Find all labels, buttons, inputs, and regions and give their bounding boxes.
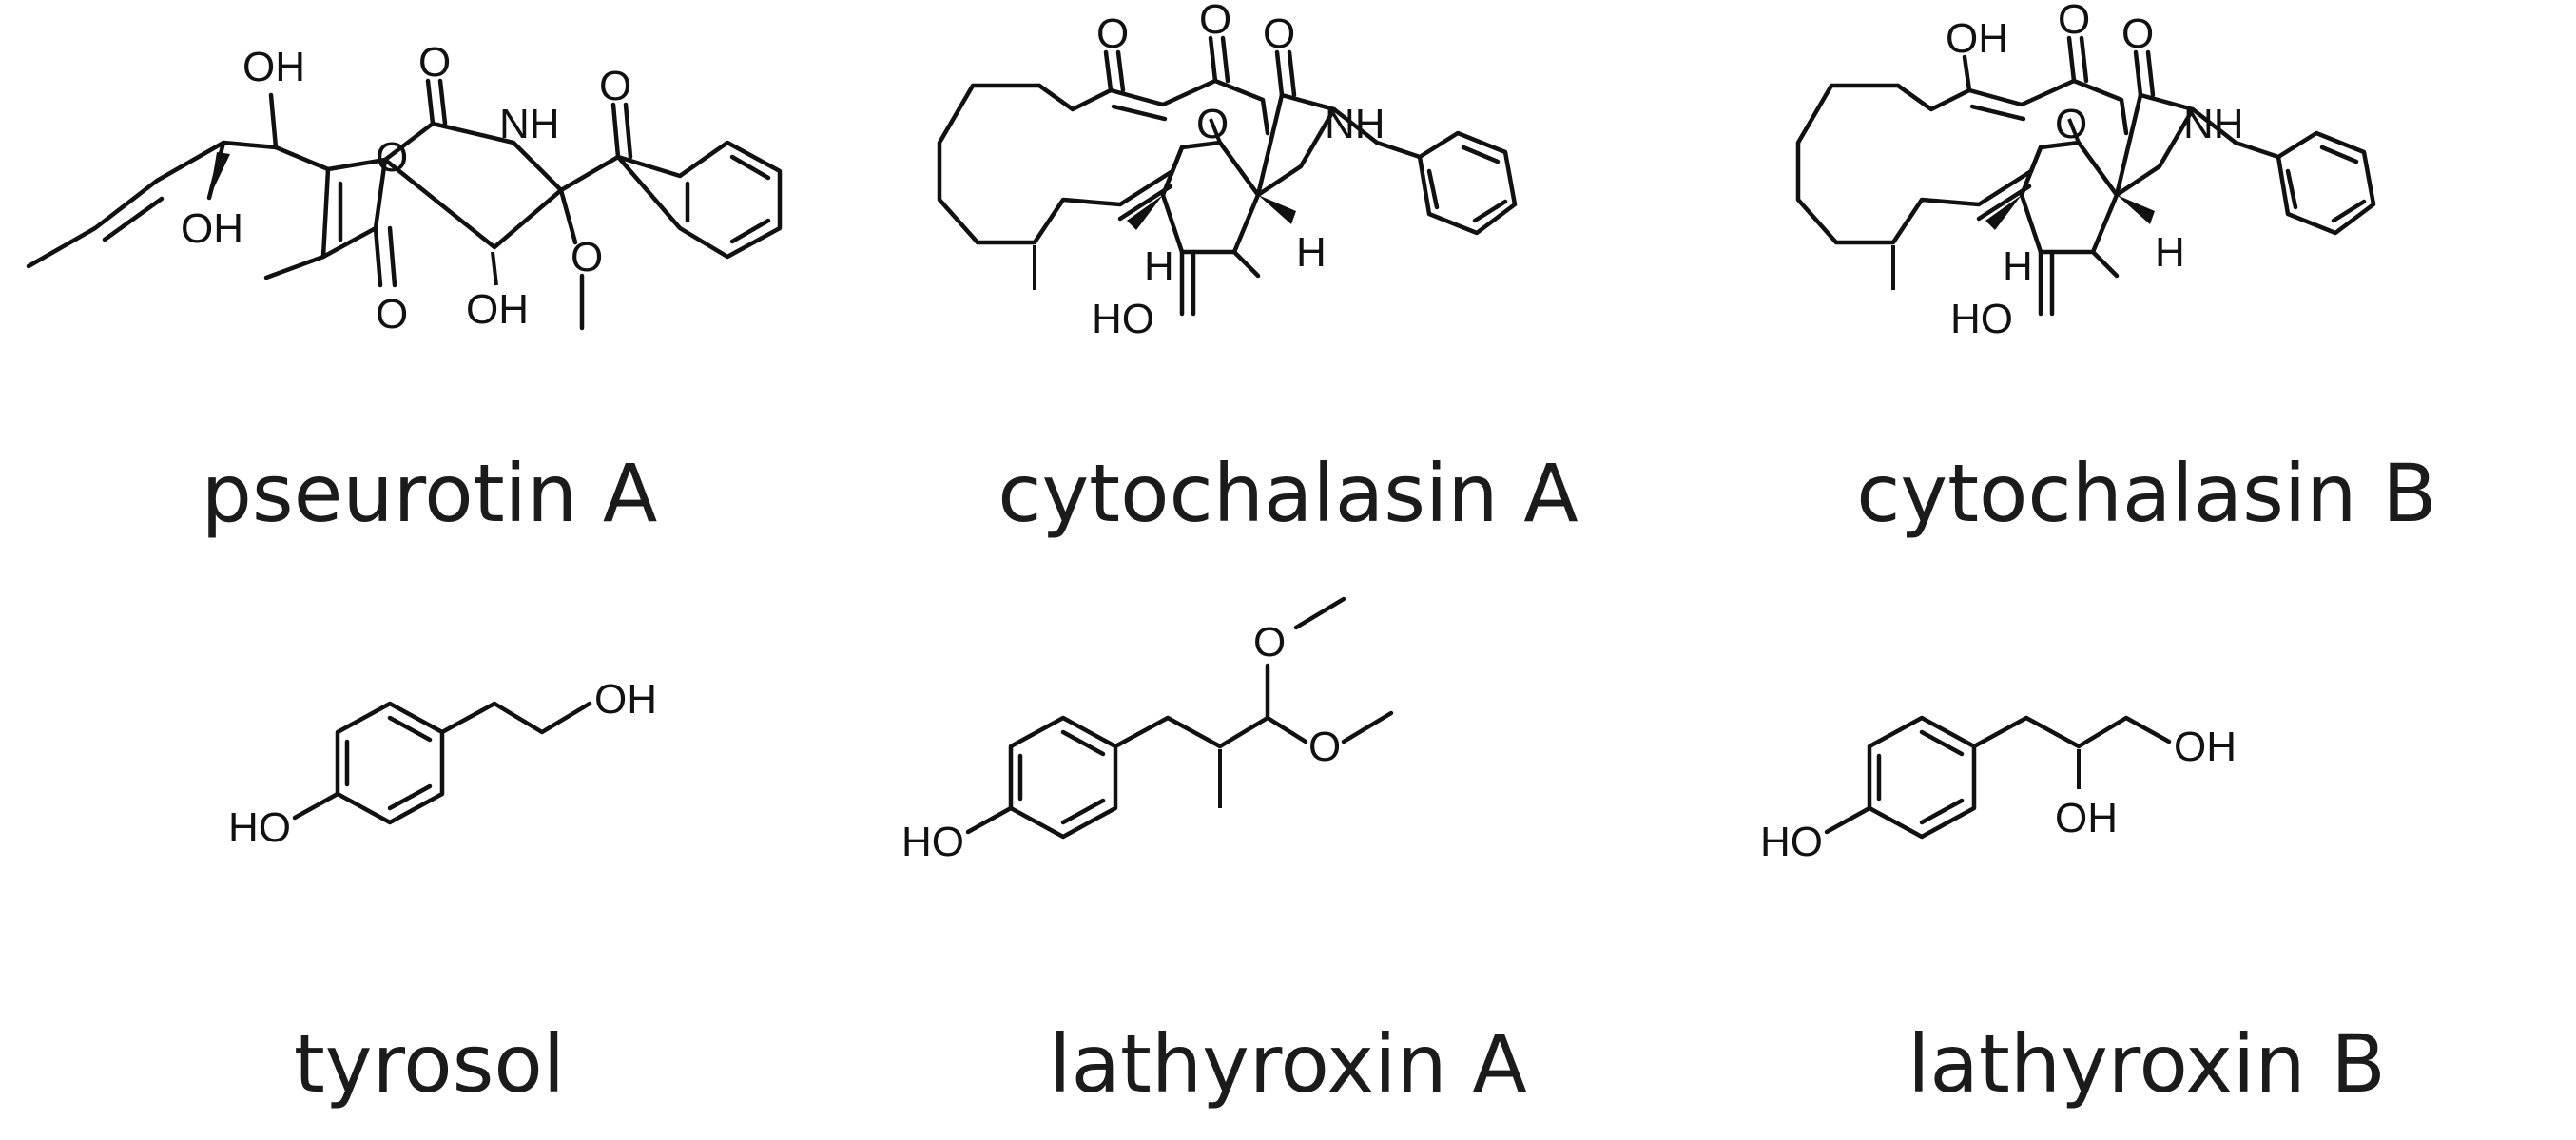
atom-label: HO bbox=[1950, 296, 2013, 342]
atom-label: OH bbox=[594, 676, 657, 723]
atom-label: O bbox=[376, 291, 408, 338]
atom-label: O bbox=[1308, 724, 1341, 770]
compound-name: pseurotin A bbox=[201, 447, 658, 540]
atom-label: H bbox=[1296, 229, 1327, 276]
atom-label: OH bbox=[242, 44, 305, 90]
compound-tyrosol: OH HO tyrosol bbox=[0, 570, 859, 1140]
atom-label: O bbox=[1199, 0, 1231, 43]
atom-label: O bbox=[1253, 619, 1286, 666]
atom-label: NH bbox=[1325, 101, 1385, 147]
lathyroxin-b-structure: OH OH HO bbox=[1760, 715, 2237, 865]
atom-label: NH bbox=[2183, 101, 2244, 147]
compound-name: tyrosol bbox=[293, 1017, 566, 1111]
compound-cytochalasin-a: O O O O NH H H HO cytochalasin A bbox=[859, 0, 1717, 570]
atom-label: OH bbox=[1946, 15, 2008, 62]
compound-pseurotin-a: OH OH O O NH O O OH O pseurotin A bbox=[0, 0, 859, 570]
atom-label: O bbox=[418, 39, 451, 86]
atom-label: OH bbox=[2174, 724, 2237, 770]
atom-label: HO bbox=[228, 804, 291, 851]
compound-lathyroxin-a: O O HO lathyroxin A bbox=[859, 570, 1717, 1140]
compound-lathyroxin-b: OH OH HO lathyroxin B bbox=[1717, 570, 2576, 1140]
atom-label: H bbox=[2003, 243, 2033, 290]
atom-label: OH bbox=[181, 205, 243, 252]
atom-label: HO bbox=[901, 819, 964, 865]
pseurotin-a-structure: OH OH O O NH O O OH O bbox=[26, 39, 783, 338]
atom-label: O bbox=[376, 134, 408, 181]
atom-label: O bbox=[1096, 10, 1129, 57]
atom-label: O bbox=[571, 234, 603, 280]
atom-label: O bbox=[2121, 10, 2154, 57]
atom-label: H bbox=[2155, 229, 2185, 276]
atom-label: NH bbox=[499, 101, 560, 147]
compound-name: cytochalasin B bbox=[1856, 447, 2437, 540]
atom-label: OH bbox=[2055, 795, 2118, 841]
compound-name: cytochalasin A bbox=[997, 447, 1579, 540]
atom-label: HO bbox=[1092, 296, 1154, 342]
atom-label: O bbox=[1196, 101, 1229, 147]
atom-label: O bbox=[599, 63, 631, 109]
compound-cytochalasin-b: OH O O O NH H H HO cytochalasin B bbox=[1717, 0, 2576, 570]
atom-label: HO bbox=[1760, 819, 1823, 865]
cytochalasin-a-structure: O O O O NH H H HO bbox=[937, 0, 1518, 342]
compound-name: lathyroxin A bbox=[1049, 1017, 1527, 1111]
lathyroxin-a-structure: O O HO bbox=[901, 596, 1394, 865]
cytochalasin-b-structure: OH O O O NH H H HO bbox=[1795, 0, 2376, 342]
atom-label: O bbox=[2055, 101, 2087, 147]
atom-label: O bbox=[2058, 0, 2090, 43]
atom-label: H bbox=[1144, 243, 1174, 290]
tyrosol-structure: OH HO bbox=[228, 676, 657, 851]
atom-label: OH bbox=[466, 286, 529, 333]
atom-label: O bbox=[1263, 10, 1295, 57]
compound-name: lathyroxin B bbox=[1908, 1017, 2386, 1111]
